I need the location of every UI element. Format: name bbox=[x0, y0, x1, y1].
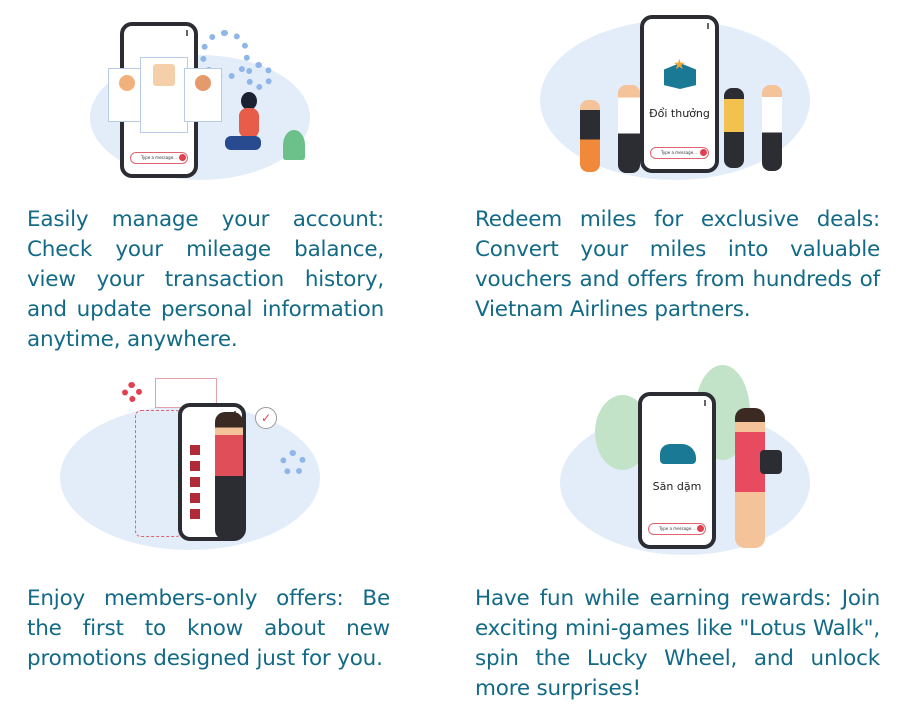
profile-card bbox=[108, 68, 146, 122]
person-illustration bbox=[225, 92, 265, 172]
plant-icon bbox=[283, 130, 305, 160]
send-icon bbox=[700, 149, 707, 156]
list-icons bbox=[190, 445, 200, 523]
send-icon bbox=[697, 525, 704, 532]
star-icon: ★ bbox=[673, 57, 686, 73]
message-input: Type a message... bbox=[130, 152, 188, 164]
profile-card bbox=[140, 57, 188, 133]
phone-mockup: ★ Đổi thưởng Type a message... bbox=[640, 15, 719, 173]
feature-description-account: Easily manage your account: Check your m… bbox=[27, 207, 384, 352]
feature-description-offers: Enjoy members-only offers: Be the first … bbox=[27, 586, 390, 671]
message-input: Type a message... bbox=[648, 523, 706, 535]
gear-icon bbox=[200, 30, 250, 80]
gear-icon bbox=[245, 62, 273, 90]
gear-icon bbox=[280, 450, 306, 476]
person-illustration bbox=[762, 85, 782, 171]
checkmark-icon: ✓ bbox=[255, 407, 277, 429]
person-illustration bbox=[618, 85, 640, 173]
message-input: Type a message... bbox=[650, 147, 709, 159]
profile-card bbox=[184, 68, 222, 122]
sneaker-icon bbox=[660, 444, 696, 464]
phone-label: Đổi thưởng bbox=[649, 107, 710, 120]
phone-mockup: Săn dặm Type a message... bbox=[638, 392, 716, 549]
person-illustration bbox=[215, 412, 243, 540]
person-illustration bbox=[735, 408, 765, 548]
send-icon bbox=[179, 154, 186, 161]
person-illustration bbox=[580, 100, 600, 172]
bag-icon bbox=[760, 450, 782, 474]
feature-description-games: Have fun while earning rewards: Join exc… bbox=[475, 586, 880, 701]
phone-label: Săn dặm bbox=[652, 480, 702, 493]
feature-description-redeem: Redeem miles for exclusive deals: Conver… bbox=[475, 207, 880, 322]
gear-icon bbox=[122, 382, 142, 402]
wireframe-screen bbox=[135, 410, 182, 537]
person-illustration bbox=[724, 88, 744, 168]
